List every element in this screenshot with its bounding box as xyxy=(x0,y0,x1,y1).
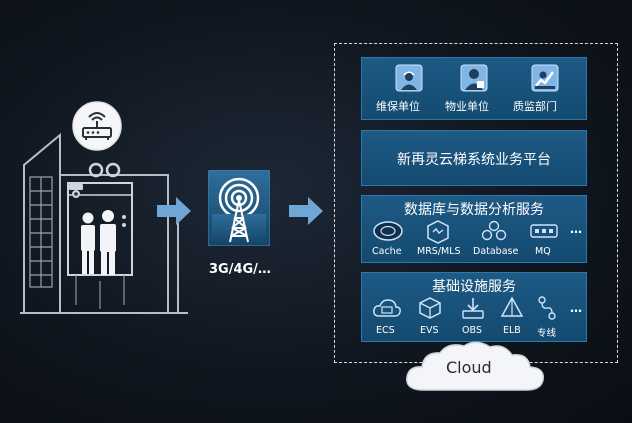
data-services-panel: 数据库与数据分析服务 Cache MRS/MLS Database MQ … xyxy=(361,195,587,263)
arrow-right-icon xyxy=(289,197,323,225)
dedicated-line-label: 专线 xyxy=(537,328,557,339)
mq-label: MQ xyxy=(535,246,551,257)
cache-icon xyxy=(373,221,403,241)
cloud-label: Cloud xyxy=(446,358,492,377)
elb-label: ELB xyxy=(503,325,521,336)
dedicated-line-icon xyxy=(538,296,556,320)
role-label-property: 物业单位 xyxy=(445,100,489,113)
data-services-more: … xyxy=(570,222,582,236)
passengers-icon xyxy=(81,210,116,275)
mrs-mls-label: MRS/MLS xyxy=(417,246,461,257)
role-label-quality: 质监部门 xyxy=(513,100,557,113)
database-icon xyxy=(481,220,507,241)
property-manager-icon xyxy=(460,64,488,92)
cell-tower-icon xyxy=(208,170,270,246)
ecs-cloud-icon xyxy=(373,299,401,317)
camera-icon xyxy=(69,184,83,198)
mrs-mls-icon xyxy=(427,220,449,244)
roles-panel: 维保单位 物业单位 质监部门 xyxy=(361,57,587,120)
infra-services-more: … xyxy=(570,301,582,315)
router-icon xyxy=(72,101,122,151)
platform-title: 新再灵云梯系统业务平台 xyxy=(397,152,551,168)
elb-pyramid-icon xyxy=(500,296,524,317)
obs-label: OBS xyxy=(462,325,482,336)
evs-cube-icon xyxy=(419,297,441,319)
evs-label: EVS xyxy=(420,325,439,336)
infra-services-title: 基础设施服务 xyxy=(432,279,516,295)
data-services-title: 数据库与数据分析服务 xyxy=(404,202,544,218)
infra-services-panel: 基础设施服务 ECS EVS OBS ELB 专线 … xyxy=(361,272,587,342)
pulley-icon xyxy=(88,162,121,178)
business-platform-panel: 新再灵云梯系统业务平台 xyxy=(361,130,587,186)
network-label: 3G/4G/… xyxy=(209,262,271,277)
arrow-right-icon xyxy=(157,197,191,225)
quality-supervision-icon xyxy=(531,64,559,92)
role-label-maintenance: 维保单位 xyxy=(376,100,420,113)
obs-download-icon xyxy=(462,298,484,319)
cloud-icon xyxy=(406,341,544,391)
database-label: Database xyxy=(473,246,519,257)
cache-label: Cache xyxy=(372,246,402,257)
maintenance-worker-icon xyxy=(395,64,423,92)
mq-icon xyxy=(530,224,558,238)
ecs-label: ECS xyxy=(376,325,395,336)
